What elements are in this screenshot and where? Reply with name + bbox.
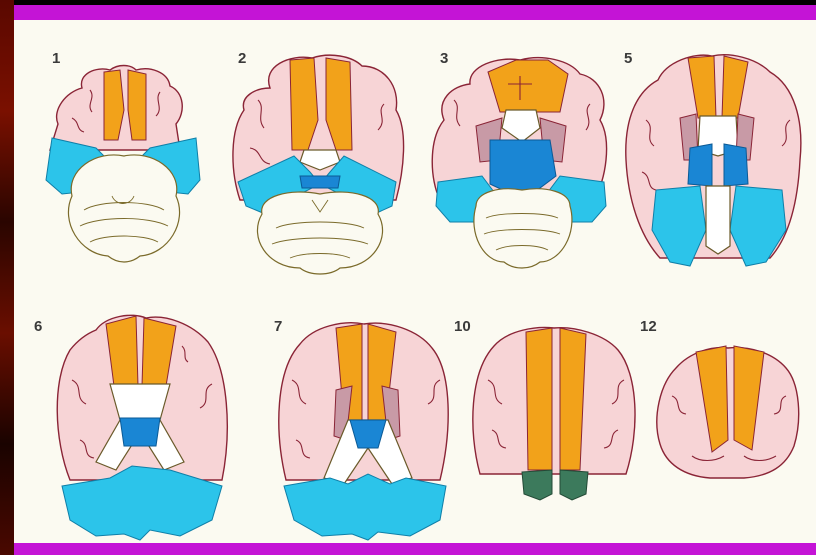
brain-slice-6 xyxy=(57,315,227,540)
brain-slice-3 xyxy=(432,58,606,268)
brain-slice-5 xyxy=(626,55,801,266)
brain-slice-10 xyxy=(473,328,635,500)
brain-slice-12 xyxy=(657,346,799,478)
brain-slice-2 xyxy=(233,55,404,274)
brain-slice-1 xyxy=(46,66,200,263)
brain-slice-7 xyxy=(279,323,448,540)
